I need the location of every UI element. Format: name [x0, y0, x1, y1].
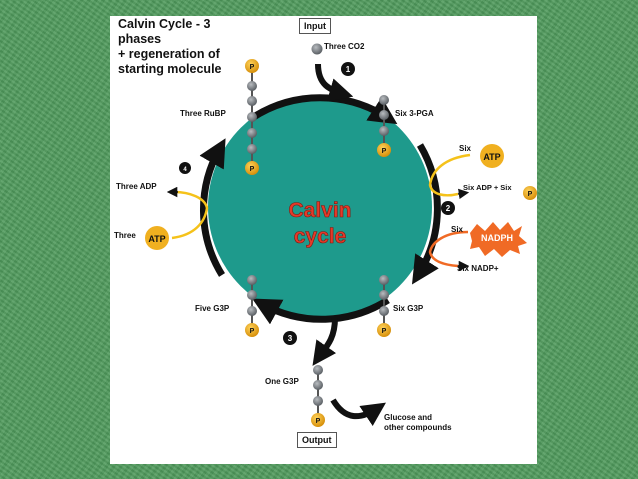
- svg-text:4: 4: [183, 167, 187, 173]
- svg-text:1: 1: [346, 65, 351, 74]
- svg-text:2: 2: [446, 204, 451, 213]
- six-adp-label: Six ADP + Six: [463, 183, 512, 192]
- atp-to-adp-arrow-right: [428, 153, 471, 197]
- title-line-2: phases: [118, 32, 162, 46]
- cycle-arrow-right: [411, 143, 441, 285]
- center-label-line-1: Calvin: [288, 199, 351, 222]
- pga-molecule-chain: P: [377, 95, 391, 157]
- title-line-4: starting molecule: [118, 62, 222, 76]
- step-badge-3: 3: [283, 331, 297, 345]
- svg-text:NADPH: NADPH: [481, 233, 513, 243]
- center-label-line-2: cycle: [294, 225, 347, 248]
- step-badge-4: 4: [179, 162, 191, 174]
- svg-text:ATP: ATP: [483, 152, 500, 162]
- co2-input-arrow: [315, 63, 354, 102]
- step-badge-2: 2: [441, 201, 455, 215]
- six-g3p-label: Six G3P: [393, 304, 424, 313]
- nadph-to-nadp-arrow: [428, 230, 469, 268]
- input-label: Input: [299, 18, 331, 34]
- phosphate-label: P: [250, 328, 255, 335]
- three-atp-label: Three: [114, 231, 136, 240]
- one-g3p-label: One G3P: [265, 377, 299, 386]
- six-nadph-label: Six: [451, 225, 464, 234]
- six-g3p-molecule-chain: P: [377, 275, 391, 337]
- six-atp-label: Six: [459, 144, 472, 153]
- rubp-molecule-chain: P P: [245, 59, 259, 175]
- rubp-label: Three RuBP: [180, 109, 226, 118]
- nadph-badge: NADPH: [470, 222, 527, 257]
- three-adp-label: Three ADP: [116, 182, 157, 191]
- atp-badge-right: ATP: [480, 144, 504, 168]
- phosphate-label: P: [250, 166, 255, 173]
- phosphate-label: P: [316, 418, 321, 425]
- co2-label: Three CO2: [324, 42, 365, 51]
- phosphate-label: P: [528, 191, 533, 198]
- adp-out-arrowhead-right: [457, 188, 470, 200]
- glucose-label-line-1: Glucose and: [384, 413, 432, 422]
- one-g3p-molecule-chain: P: [311, 365, 325, 427]
- svg-text:ATP: ATP: [148, 234, 165, 244]
- g3p-output-arrow: [312, 317, 338, 366]
- pga-label: Six 3-PGA: [395, 109, 434, 118]
- title-line-1: Calvin Cycle - 3: [118, 17, 211, 31]
- cycle-arrow-bottom: [252, 297, 390, 325]
- title-line-3: + regeneration of: [118, 47, 220, 61]
- co2-molecule: [311, 43, 323, 55]
- diagram-title: Calvin Cycle - 3 phases + regeneration o…: [118, 17, 248, 77]
- five-g3p-label: Five G3P: [195, 304, 230, 313]
- cycle-circle: [208, 95, 432, 319]
- output-label: Output: [297, 432, 337, 448]
- released-phosphate: [523, 186, 537, 200]
- phosphate-label: P: [382, 148, 387, 155]
- step-badge-1: 1: [341, 62, 355, 76]
- six-nadp-label: Six NADP+: [457, 264, 499, 273]
- cycle-arrow-left: [199, 138, 226, 277]
- phosphate-label: P: [250, 64, 255, 71]
- atp-badge-left: ATP: [145, 226, 169, 250]
- glucose-arrow: [330, 398, 386, 426]
- cycle-arrow-top: [250, 94, 398, 125]
- glucose-label-line-2: other compounds: [384, 423, 452, 432]
- phosphate-label: P: [382, 328, 387, 335]
- atp-to-adp-arrow-left: [171, 190, 209, 240]
- svg-text:3: 3: [288, 334, 293, 343]
- five-g3p-molecule-chain: P: [245, 275, 259, 337]
